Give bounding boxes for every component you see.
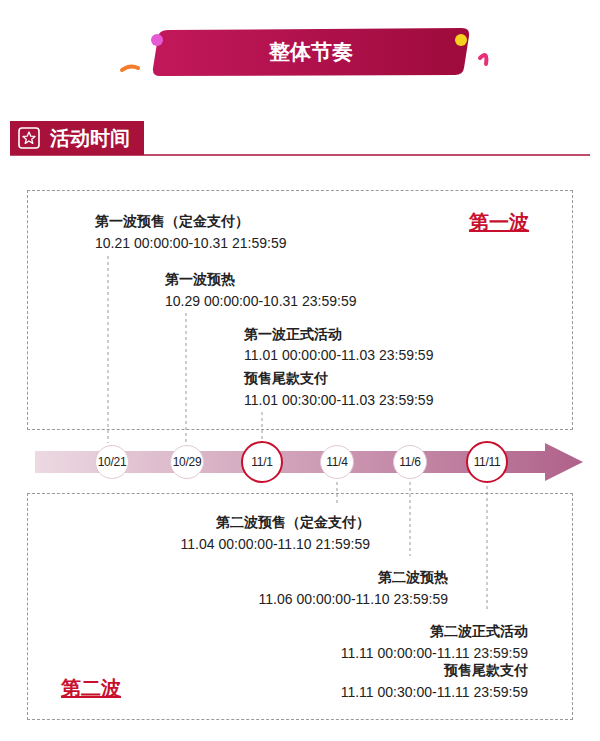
event-time: 11.04 00:00:00-11.10 21:59:59 [181, 535, 370, 553]
star-icon [18, 127, 40, 149]
event-heading: 第一波正式活动 [244, 325, 342, 343]
date-circle: 11/4 [320, 445, 354, 479]
section-title: 活动时间 [50, 125, 130, 152]
decor-squiggle [480, 55, 486, 64]
wave-label: 第二波 [61, 675, 121, 702]
date-text: 11/4 [326, 455, 347, 469]
event-time: 11.11 00:30:00-11.11 23:59:59 [341, 683, 528, 701]
date-text: 11/6 [399, 455, 420, 469]
event-time: 11.01 00:00:00-11.03 23:59:59 [244, 346, 433, 364]
date-circle: 10/29 [170, 445, 204, 479]
decor-dot [455, 34, 467, 46]
date-circle: 11/11 [466, 441, 508, 483]
date-text: 11/1 [251, 455, 272, 469]
title-text: 整体节奏 [269, 38, 353, 66]
event-time: 11.11 00:00:00-11.11 23:59:59 [341, 644, 528, 662]
date-text: 11/11 [474, 455, 501, 469]
date-text: 10/29 [173, 455, 202, 469]
event-time: 11.06 00:00:00-11.10 23:59:59 [259, 590, 448, 608]
section-header: 活动时间 [10, 121, 144, 155]
event-heading: 第二波预售（定金支付） [216, 513, 370, 531]
date-text: 10/21 [98, 455, 127, 469]
date-circle: 10/21 [95, 445, 129, 479]
event-time: 10.21 00:00:00-10.31 21:59:59 [95, 234, 287, 252]
event-time: 11.01 00:30:00-11.03 23:59:59 [244, 391, 433, 409]
decor-squiggle [122, 66, 138, 70]
event-time: 10.29 00:00:00-10.31 23:59:59 [165, 292, 357, 310]
date-circle: 11/1 [241, 441, 283, 483]
wave-label: 第一波 [469, 209, 529, 236]
title-banner [153, 28, 469, 76]
event-heading: 第一波预热 [165, 270, 235, 288]
event-heading: 第二波预热 [378, 568, 448, 586]
event-heading: 预售尾款支付 [244, 369, 328, 387]
event-heading: 第一波预售（定金支付） [95, 212, 249, 230]
date-circle: 11/6 [393, 445, 427, 479]
decor-dot [151, 34, 163, 46]
leader-lines [108, 256, 487, 612]
event-heading: 第二波正式活动 [430, 622, 528, 640]
event-heading: 预售尾款支付 [444, 661, 528, 679]
